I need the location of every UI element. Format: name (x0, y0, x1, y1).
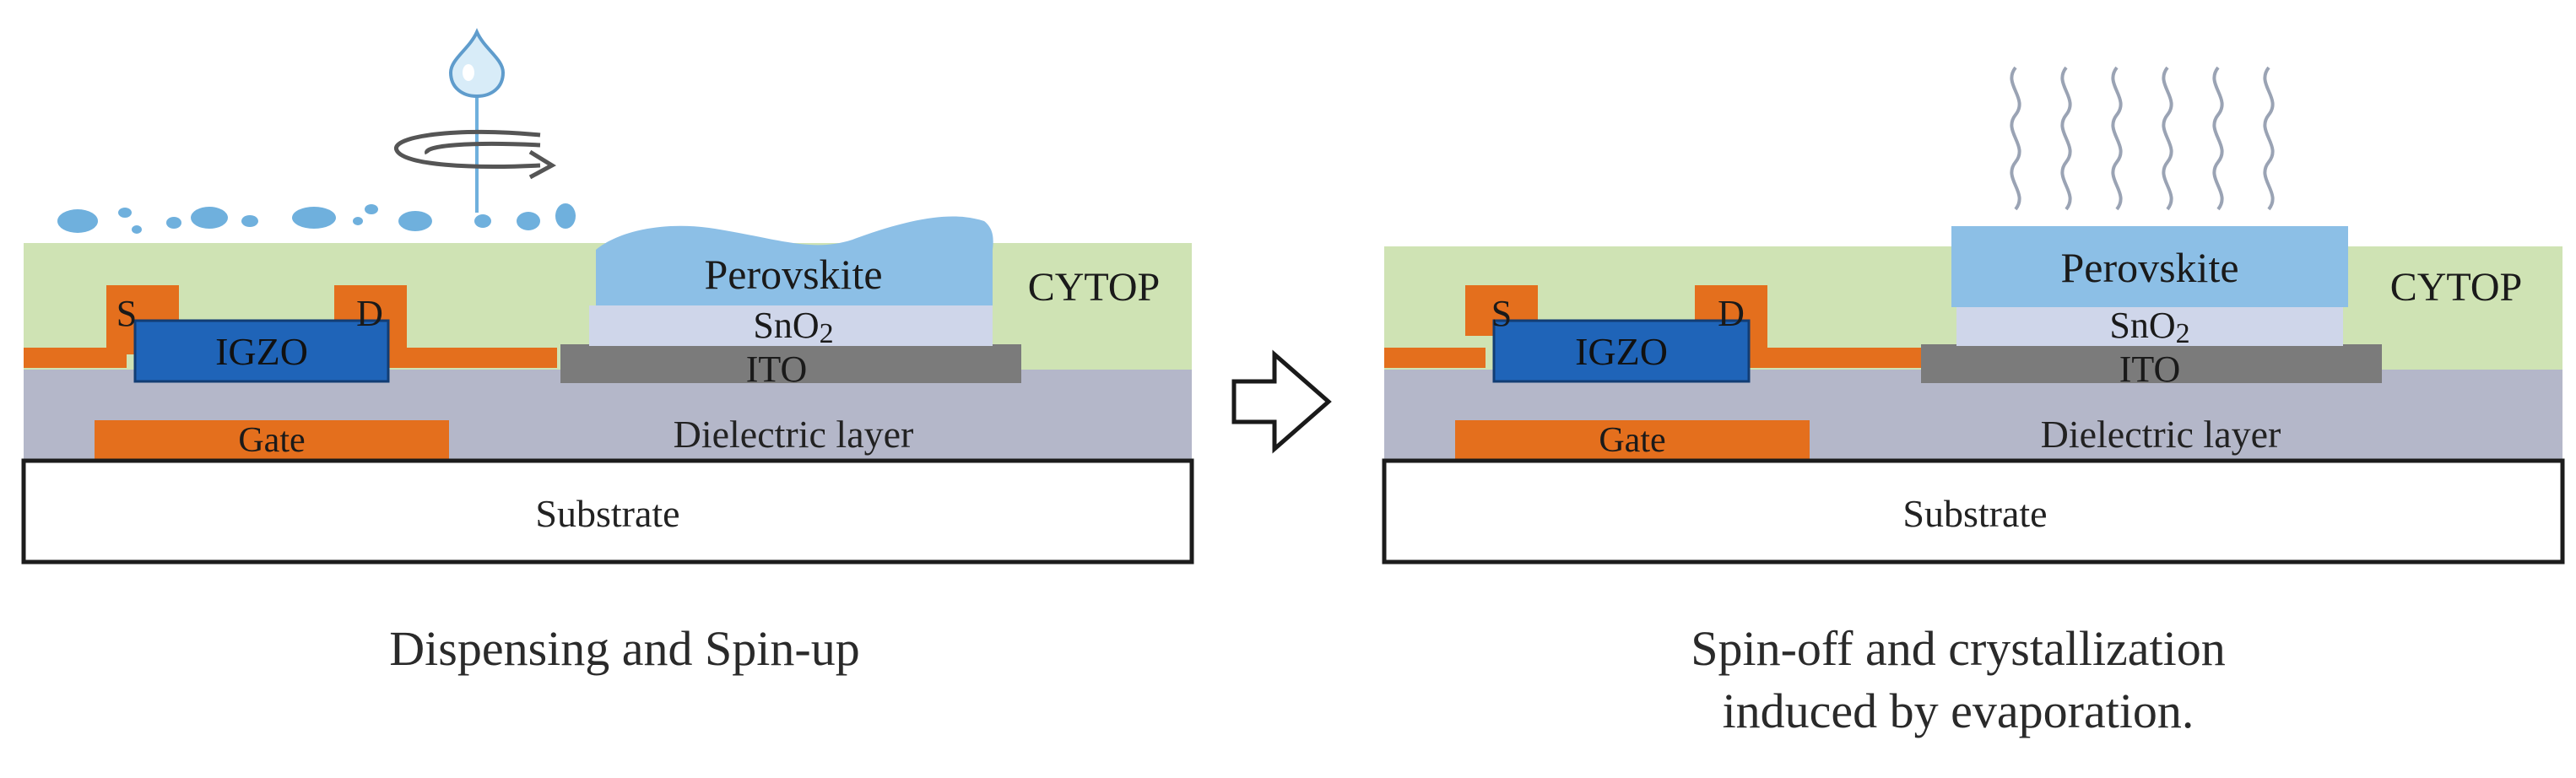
source-contact-base (24, 348, 127, 368)
sno2-subscript: 2 (820, 318, 834, 349)
spin-arrow-icon (394, 129, 557, 180)
droplet-icon (448, 28, 506, 99)
sno2-label: SnO2 (753, 305, 833, 349)
right-caption: Spin-off and crystallization induced by … (1511, 618, 2406, 743)
vapor-icon (2010, 66, 2275, 211)
drain-label: D (1718, 293, 1745, 334)
dielectric-label: Dielectric layer (674, 413, 914, 456)
right-device: S D IGZO Gate Dielectric layer Substrate… (1382, 66, 2565, 565)
sno2-text: SnO (753, 305, 819, 346)
ito-label: ITO (2119, 348, 2181, 390)
igzo-channel (133, 319, 390, 383)
left-device: S D IGZO Gate Dielectric layer Substrate… (21, 28, 1194, 565)
perovskite-film (1951, 226, 2348, 307)
igzo-label: IGZO (1575, 330, 1668, 373)
sno2-label: SnO2 (2109, 305, 2189, 349)
drain-contact-right (387, 285, 557, 368)
left-caption: Dispensing and Spin-up (389, 621, 860, 676)
right-caption-line2: induced by evaporation. (1722, 683, 2194, 738)
ito-layer (560, 344, 1021, 383)
substrate-label: Substrate (1902, 492, 2047, 535)
ito-layer (1921, 344, 2382, 383)
gate-label: Gate (1599, 421, 1665, 460)
ito-label: ITO (746, 348, 808, 390)
cytop-label: CYTOP (2390, 265, 2523, 310)
drain-contact-right (1747, 285, 1921, 368)
source-label: S (1491, 293, 1512, 334)
substrate-layer (21, 458, 1194, 565)
dielectric-label: Dielectric layer (2041, 413, 2281, 456)
gate-electrode (1455, 420, 1810, 459)
sno2-subscript: 2 (2176, 318, 2190, 349)
sno2-text: SnO (2109, 305, 2175, 346)
spin-off-droplets (57, 203, 576, 234)
process-arrow-icon (1231, 349, 1332, 454)
igzo-channel (1492, 319, 1751, 383)
source-label: S (116, 293, 137, 334)
gate-label: Gate (238, 421, 305, 460)
cytop-label: CYTOP (1028, 265, 1161, 310)
igzo-label: IGZO (215, 330, 308, 373)
drain-label: D (356, 293, 383, 334)
perovskite-label: Perovskite (2060, 244, 2238, 291)
substrate-layer (1382, 458, 2565, 565)
sno2-layer (589, 305, 993, 346)
gate-electrode (95, 420, 449, 459)
perovskite-label: Perovskite (704, 251, 882, 298)
source-contact-base (1384, 348, 1486, 368)
substrate-label: Substrate (535, 492, 679, 535)
sno2-layer (1956, 305, 2343, 346)
perovskite-wet-film (596, 216, 993, 305)
right-caption-line1: Spin-off and crystallization (1691, 621, 2226, 676)
